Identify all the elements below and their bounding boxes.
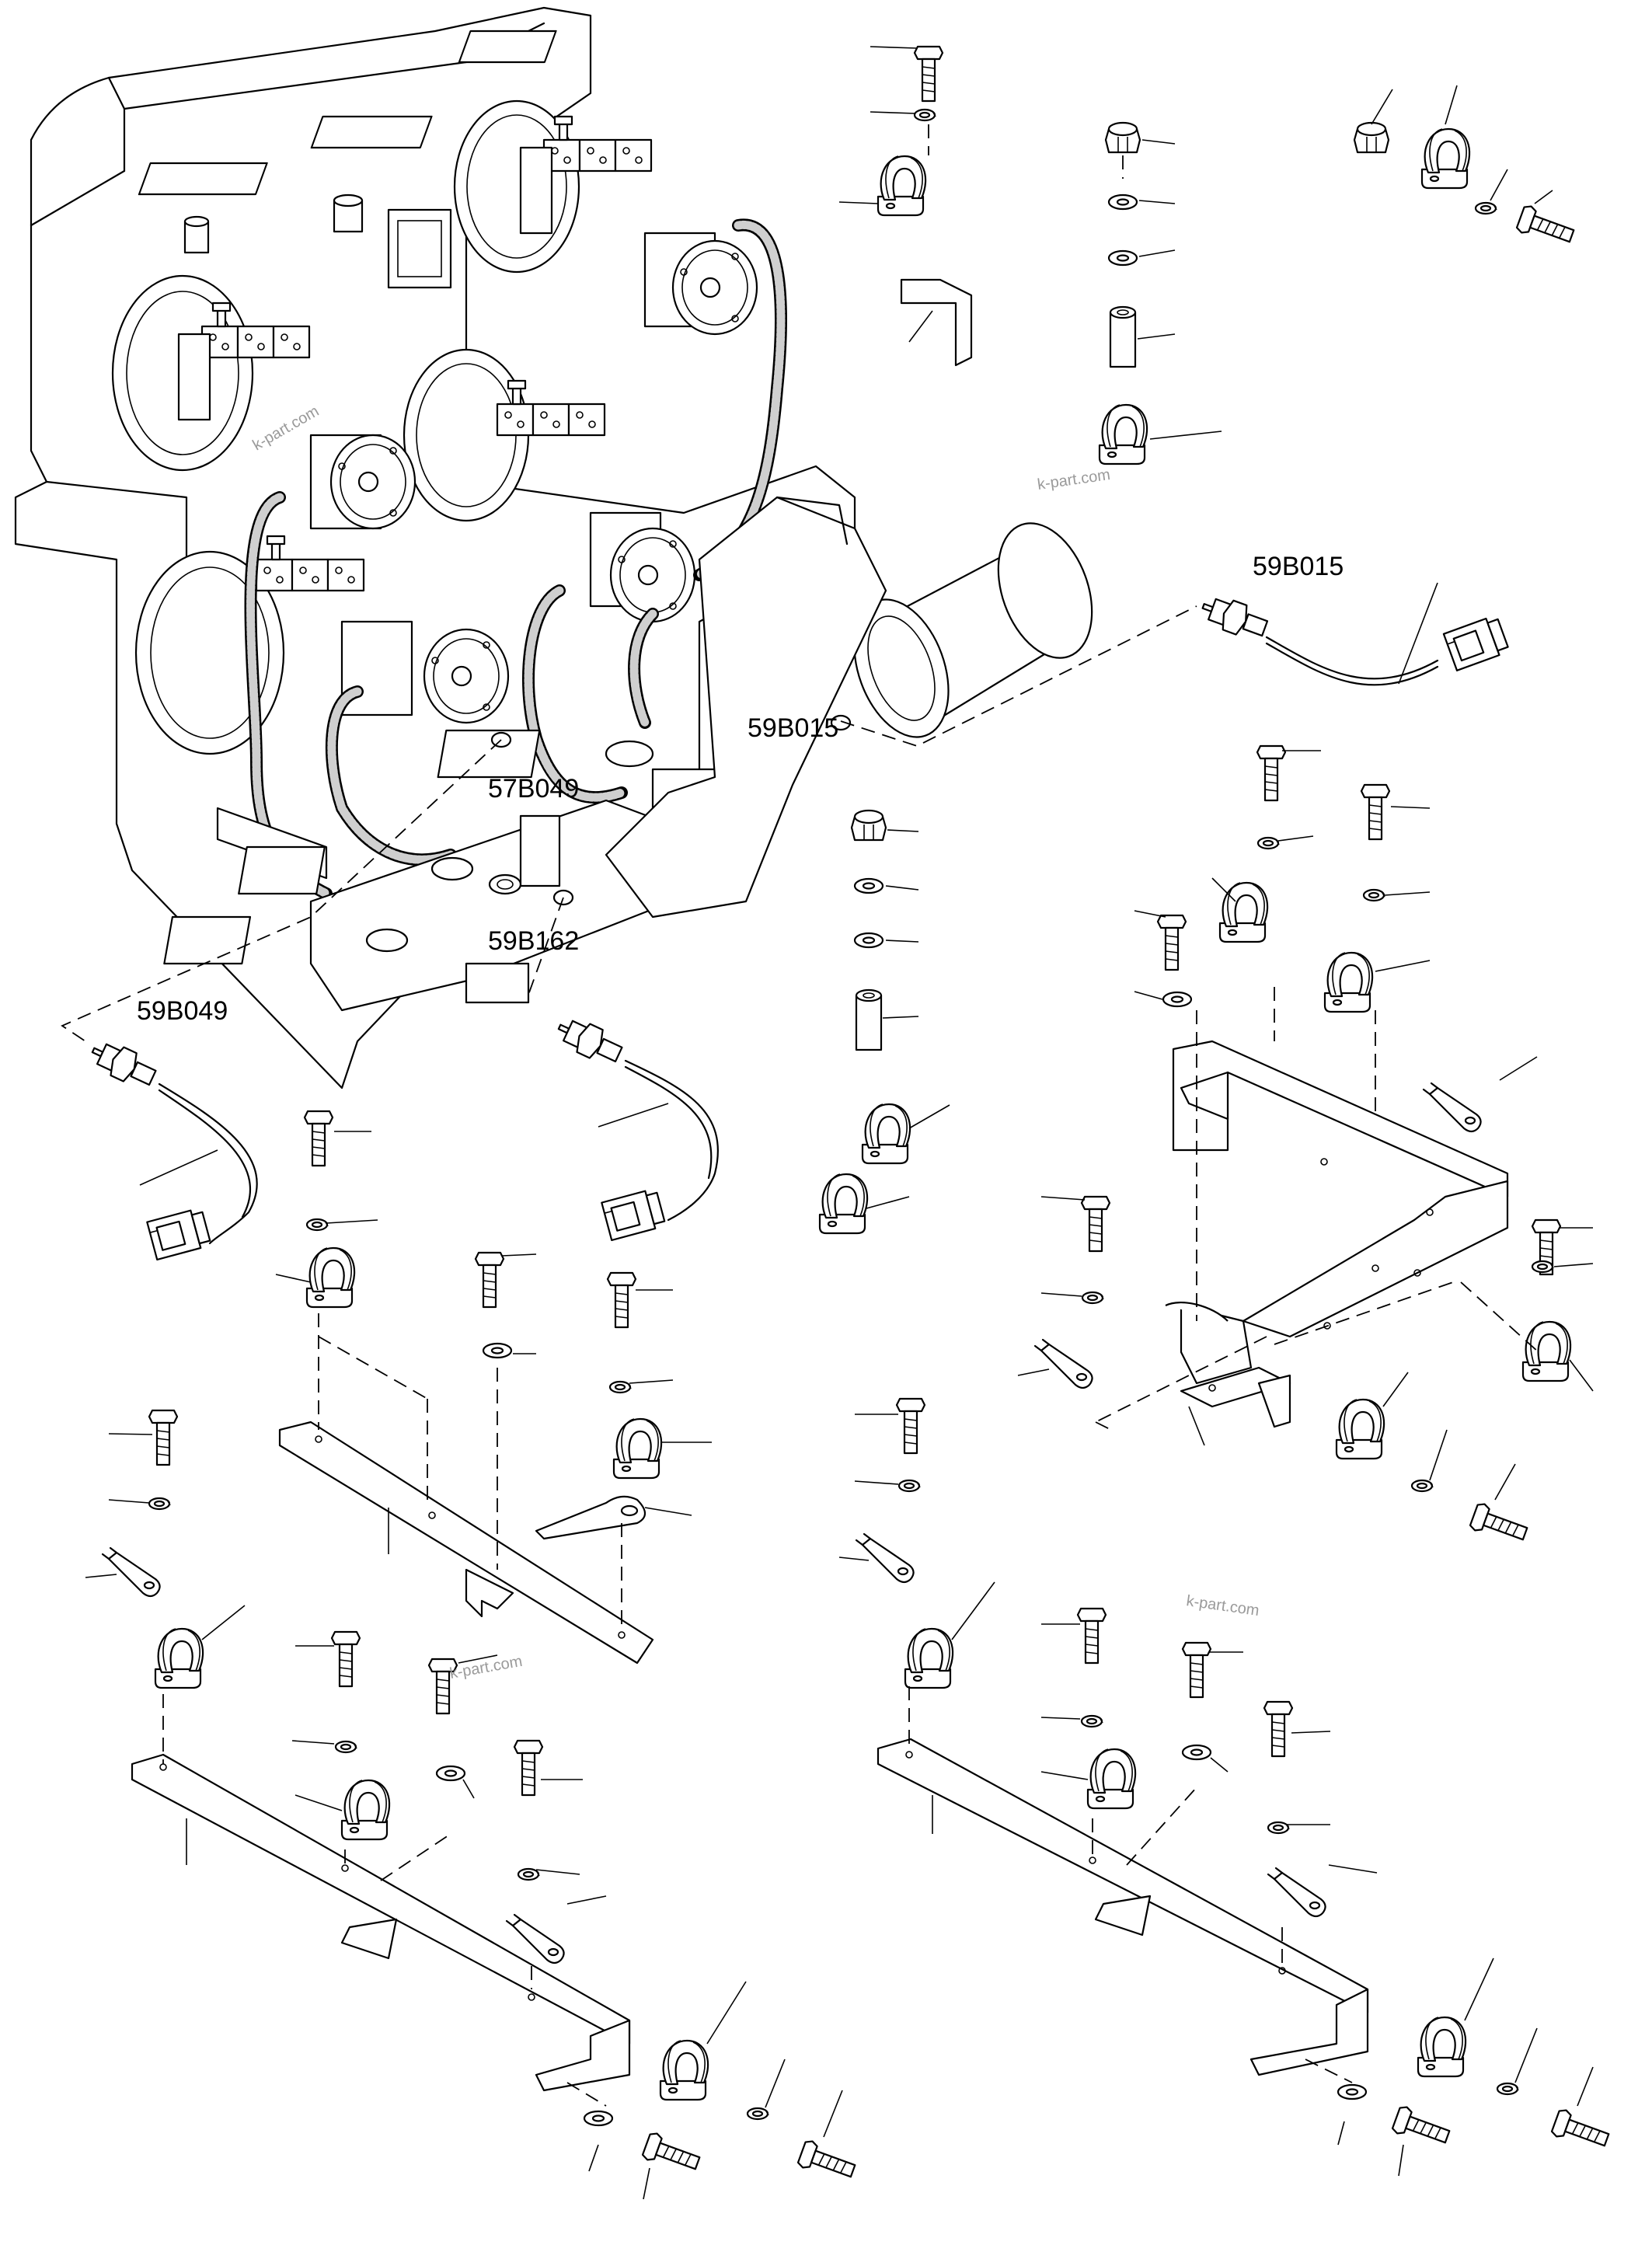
label-59B162-port: 59B162 [488, 926, 579, 956]
label-59B015-sensor: 59B015 [1253, 552, 1344, 581]
mid-spacer-stack [818, 809, 950, 1235]
right-bracket-assembly [1017, 744, 1594, 1548]
watermark-1: k-part.com [1037, 466, 1112, 493]
lower-left-bar [85, 1409, 859, 2200]
sensor-59B049-group [61, 739, 502, 1261]
watermark-2: k-part.com [1185, 1592, 1260, 1619]
top-spacer-stack [1098, 121, 1222, 465]
left-mid-bracket [275, 1110, 712, 1665]
sensor-59B162-group [528, 897, 719, 1242]
sensor-59B015-group [840, 582, 1511, 747]
label-59B049-sensor: 59B049 [137, 996, 228, 1026]
top-right-hardware [1353, 85, 1577, 250]
transmission-assembly [14, 6, 1093, 1089]
label-57B049-port: 57B049 [488, 774, 579, 804]
mid-right-lower-bracket [838, 1397, 1612, 2177]
top-bracket-hardware [838, 45, 973, 367]
label-59B015-port: 59B015 [748, 713, 838, 743]
